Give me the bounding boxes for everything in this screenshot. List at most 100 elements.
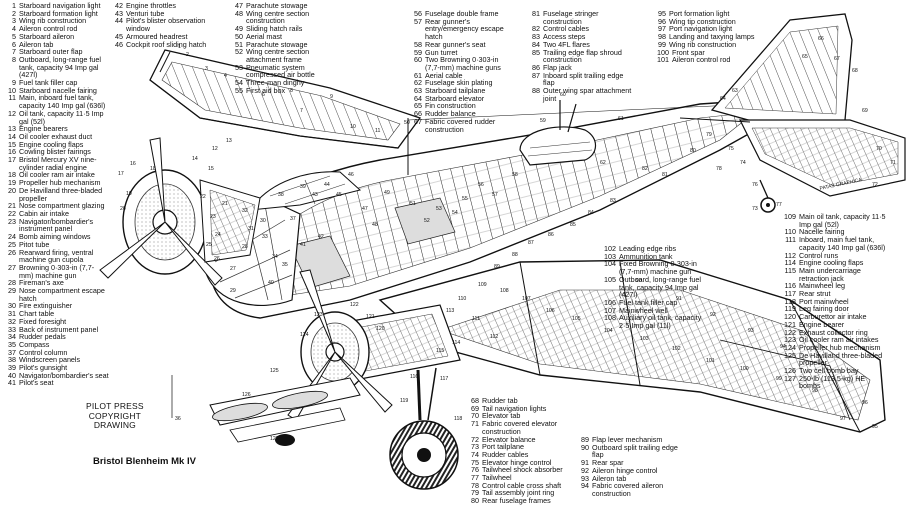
legend-item-number: 49 xyxy=(235,24,243,34)
legend-item-text: Rearward firing, ventral machine gun cup… xyxy=(19,247,94,265)
legend-item-text: Starboard nacelle fairing xyxy=(19,85,97,95)
legend-item-text: Rear strut xyxy=(799,289,831,299)
port-engine xyxy=(287,269,461,421)
legend-item-number: 83 xyxy=(532,32,540,42)
legend-item-text: Back of instrument panel xyxy=(19,324,99,334)
legend-item-number: 27 xyxy=(8,262,16,272)
legend-item-text: Fuel tank filler cap xyxy=(19,78,78,88)
tailplane xyxy=(679,117,906,197)
legend-item-text: Oil cooler exhaust duct xyxy=(19,131,93,141)
legend-item-number: 67 xyxy=(414,116,422,126)
legend-item-number: 77 xyxy=(471,473,479,483)
legend-item-number: 42 xyxy=(115,1,123,10)
legend-item-text: Control runs xyxy=(799,250,839,260)
legend-item-number: 79 xyxy=(471,488,479,498)
legend-item-number: 123 xyxy=(784,335,796,345)
legend-item-number: 26 xyxy=(8,247,16,257)
legend-item-number: 37 xyxy=(8,347,16,357)
legend-item-number: 74 xyxy=(471,449,479,459)
legend-item-text: Rear gunner's seat xyxy=(425,39,486,49)
legend-item-number: 68 xyxy=(471,396,479,405)
port-wing xyxy=(378,259,886,433)
legend-item-text: Main oil tank, capacity 11·5 Imp gal (52… xyxy=(799,212,886,229)
legend-item-number: 24 xyxy=(8,232,16,242)
legend-item-text: Exhaust collector ring xyxy=(799,327,868,337)
legend-item-text: Aileron control rod xyxy=(672,55,731,65)
legend-item-text: 250-lb (113,5-kg) HE bombs xyxy=(799,373,866,391)
legend-item-text: Main undercarriage retraction jack xyxy=(799,265,861,283)
legend-item-text: Bomb aiming windows xyxy=(19,232,91,242)
legend-item-number: 107 xyxy=(604,305,616,315)
legend-item-text: Nose compartment glazing xyxy=(19,201,105,211)
legend-item-text: Windscreen panels xyxy=(19,355,81,365)
legend-item-number: 6 xyxy=(12,39,16,49)
legend-item-number: 118 xyxy=(784,296,796,306)
legend-item-text: Aileron tab xyxy=(592,473,627,483)
legend-item-text: Wing centre section construction xyxy=(246,8,310,26)
legend-item-text: Ammunition tank xyxy=(619,251,673,261)
legend-item-number: 43 xyxy=(115,8,123,18)
legend-item-number: 58 xyxy=(414,39,422,49)
legend-item-text: Aileron hinge control xyxy=(592,465,658,475)
legend-item-text: Leg fairing door xyxy=(799,304,849,314)
legend-item-number: 57 xyxy=(414,16,422,26)
legend-item-number: 53 xyxy=(235,62,243,72)
legend-item-number: 112 xyxy=(784,250,796,260)
legend-item-text: Two Browning 0·303-in (7,7-mm) machine g… xyxy=(425,55,501,72)
legend-item-text: Fuselage stringer construction xyxy=(543,9,599,26)
legend-item-text: Fin construction xyxy=(425,101,476,111)
fuselage xyxy=(209,99,771,319)
legend-item-text: Pilot's blister observation window xyxy=(126,16,206,34)
legend-item-number: 35 xyxy=(8,339,16,349)
legend-item-number: 18 xyxy=(8,170,16,180)
legend-item-text: Cabin air intake xyxy=(19,208,69,218)
legend-item-number: 126 xyxy=(784,366,796,376)
legend-item-text: Parachute stowage xyxy=(246,39,308,49)
legend-item-number: 32 xyxy=(8,316,16,326)
legend-item-text: Engine throttles xyxy=(126,1,176,10)
legend-item-text: Landing and taxying lamps xyxy=(669,32,755,42)
legend-item-number: 31 xyxy=(8,309,16,319)
legend-item-number: 14 xyxy=(8,131,16,141)
legend-item-number: 76 xyxy=(471,465,479,475)
legend-item-number: 98 xyxy=(658,32,666,42)
legend-item-number: 52 xyxy=(235,47,243,57)
legend-item-text: Fabric covered aileron construction xyxy=(592,481,664,498)
legend-item-number: 12 xyxy=(8,108,16,118)
legend-item-text: Tailwheel xyxy=(482,473,512,483)
legend-item-number: 22 xyxy=(8,208,16,218)
